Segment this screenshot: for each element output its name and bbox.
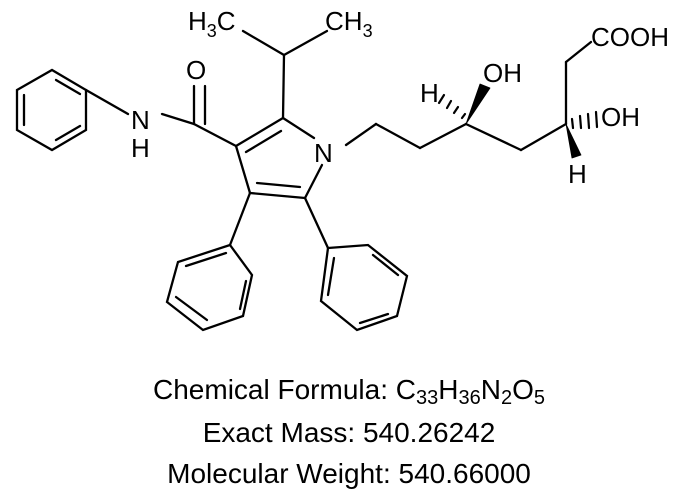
formula-count-n: 2 [500, 387, 513, 409]
pyrrole-ring [234, 116, 324, 200]
carboxyl-label: COOH [591, 22, 669, 52]
hydroxyl-label-c5: OH [601, 102, 640, 132]
formula-element-o: O [512, 374, 534, 405]
amide-nitrogen-label: N [131, 105, 150, 135]
heptanoic-side-chain [344, 40, 593, 152]
methyl-label-right: CH3 [325, 6, 373, 41]
methyl-label-left: H3C [188, 6, 236, 41]
formula-count-h: 36 [458, 387, 481, 409]
phenyl-ring-c4 [165, 191, 254, 332]
hydrogen-label-c5: H [568, 159, 587, 189]
chemical-formula: Chemical Formula: C33H36N2O5 [0, 373, 698, 409]
formula-count-c: 33 [415, 387, 439, 409]
hydrogen-label-c3: H [420, 78, 439, 108]
stereocenter-3r [437, 83, 491, 125]
molecular-weight: Molecular Weight: 540.66000 [167, 458, 531, 489]
amide-hydrogen-label: H [131, 133, 150, 163]
exact-mass: Exact Mass: 540.26242 [202, 417, 496, 448]
formula-element-n: N [480, 374, 501, 405]
stereocenter-5r [565, 110, 599, 159]
amide-linker [84, 84, 238, 148]
formula-prefix: Chemical Formula: [153, 374, 396, 405]
formula-element-h: H [438, 374, 459, 405]
molecule-structure: H3C CH3 O N H N H OH COOH OH H [15, 6, 669, 332]
isopropyl-group [241, 29, 329, 120]
carbonyl-oxygen-label: O [186, 55, 206, 85]
pyrrole-nitrogen-label: N [314, 138, 333, 168]
formula-element-c: C [395, 374, 416, 405]
phenyl-ring-anilide [15, 68, 88, 152]
phenyl-ring-c5 [303, 196, 409, 332]
hydroxyl-label-c3: OH [483, 58, 522, 88]
formula-count-o: 5 [533, 387, 545, 409]
